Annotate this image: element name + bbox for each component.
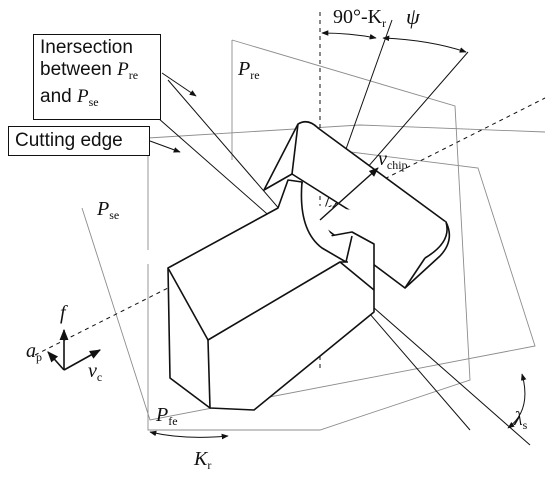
coordinate-triad [47,328,101,371]
v-chip-arrow [319,167,379,221]
v-chip-label: vchip [378,148,408,172]
cutting-edge-label-box: Cutting edge [8,126,150,156]
plane-p-se [81,149,536,421]
a-p-label: ap [26,340,42,364]
lambda-s-label: λs [514,408,528,432]
cutting-axis-dashed [34,97,546,356]
psi-label: ψ [406,4,420,29]
angle-90-kr-arc [321,30,377,40]
tool-block [167,179,375,411]
intersection-leader [161,72,197,97]
cutting-edge-leader [149,140,181,153]
angle-90-kr-label: 90°-Kr [333,6,387,30]
f-label: f [60,302,66,324]
intersection-line-1: Inersection [40,37,133,58]
intersection-line-3: and Pse [40,86,99,109]
intersection-line-2: between Pre [40,59,139,82]
v-c-label: vc [88,360,103,384]
p-se-label: Pse [97,198,120,222]
p-re-label: Pre [238,58,260,82]
plane-p-fe [147,40,546,250]
cutting-edge-label: Cutting edge [15,130,123,151]
p-fe-label: Pfe [156,404,178,428]
lambda-s-arc [507,373,527,429]
intersection-label-box: Inersection between Pre and Pse [33,34,161,120]
psi-arc [382,35,467,53]
plane-p-re [147,39,471,431]
k-r-label: Kr [194,448,212,472]
kr-arc [149,430,229,440]
